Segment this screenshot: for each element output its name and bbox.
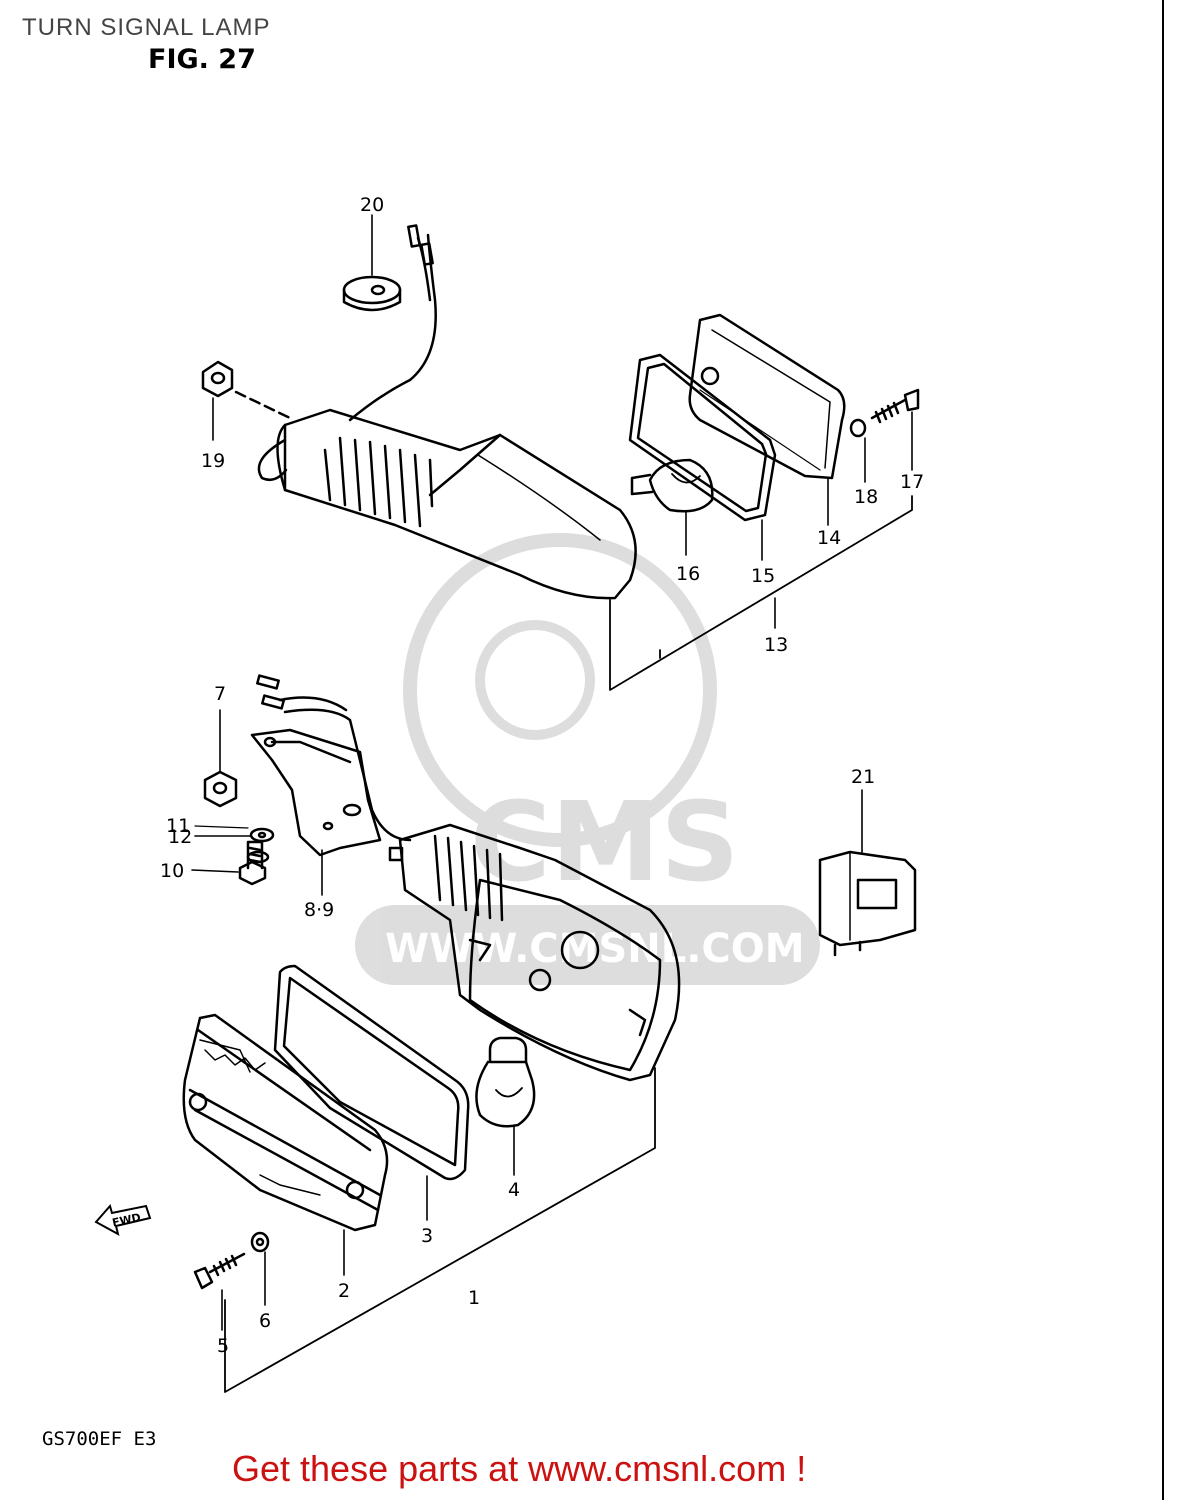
- callout-3: 3: [421, 1225, 433, 1247]
- callout-6: 6: [259, 1310, 271, 1332]
- grommet-20: [342, 275, 402, 312]
- callout-1: 1: [468, 1287, 480, 1309]
- upper-group-bracket: [609, 495, 913, 691]
- lower-bulb-4: [475, 1036, 536, 1128]
- relay-21: [818, 850, 917, 957]
- page-title: TURN SIGNAL LAMP: [22, 14, 271, 41]
- fwd-label: FWD: [111, 1211, 142, 1230]
- nut-7: [203, 770, 238, 808]
- callout-14: 14: [817, 527, 841, 549]
- lower-group-bracket: [224, 1067, 656, 1393]
- upper-lamp-wire: [348, 224, 437, 422]
- screw-5: [193, 1252, 246, 1290]
- parts-shop-link[interactable]: Get these parts at www.cmsnl.com !: [232, 1448, 807, 1489]
- callout-17: 17: [900, 471, 924, 493]
- washer-18: [849, 418, 867, 438]
- forward-direction-arrow-icon: FWD: [94, 1203, 152, 1236]
- bolt-10: [238, 840, 267, 886]
- callout-16: 16: [676, 563, 700, 585]
- washer-12: [249, 827, 275, 843]
- callout-12: 12: [168, 826, 192, 848]
- leader-lines: [191, 214, 913, 1331]
- callout-7: 7: [214, 683, 226, 705]
- upper-bulb-16: [630, 458, 714, 513]
- callout-20: 20: [360, 194, 384, 216]
- upper-turn-signal-housing: [257, 408, 637, 600]
- upper-gasket-15: [628, 353, 777, 522]
- callout-18: 18: [854, 486, 878, 508]
- callout-19: 19: [201, 450, 225, 472]
- upper-lens-14: [688, 313, 846, 480]
- watermark-brand: CMS: [470, 778, 739, 906]
- watermark-url: WWW.CMSNL.COM: [385, 926, 805, 972]
- callout-8-9: 8·9: [304, 899, 334, 921]
- washer-6: [250, 1231, 270, 1253]
- callout-2: 2: [338, 1280, 350, 1302]
- callout-5: 5: [217, 1335, 229, 1357]
- lower-gasket-3: [273, 964, 470, 1181]
- callout-15: 15: [751, 565, 775, 587]
- callout-13: 13: [764, 634, 788, 656]
- callout-11: 11: [166, 815, 190, 837]
- figure-label: FIG. 27: [148, 44, 256, 75]
- lower-lens-2: [182, 1013, 389, 1232]
- page-border-line: [1162, 0, 1164, 1500]
- callout-21: 21: [851, 766, 875, 788]
- mounting-bracket-8-9: [250, 728, 382, 857]
- screw-17: [870, 388, 920, 424]
- lower-turn-signal-housing: [388, 823, 681, 1082]
- model-code-label: GS700EF E3: [42, 1428, 157, 1450]
- callout-10: 10: [160, 860, 184, 882]
- callout-4: 4: [508, 1179, 520, 1201]
- nut-19: [201, 360, 292, 420]
- lower-lamp-wire: [256, 674, 412, 842]
